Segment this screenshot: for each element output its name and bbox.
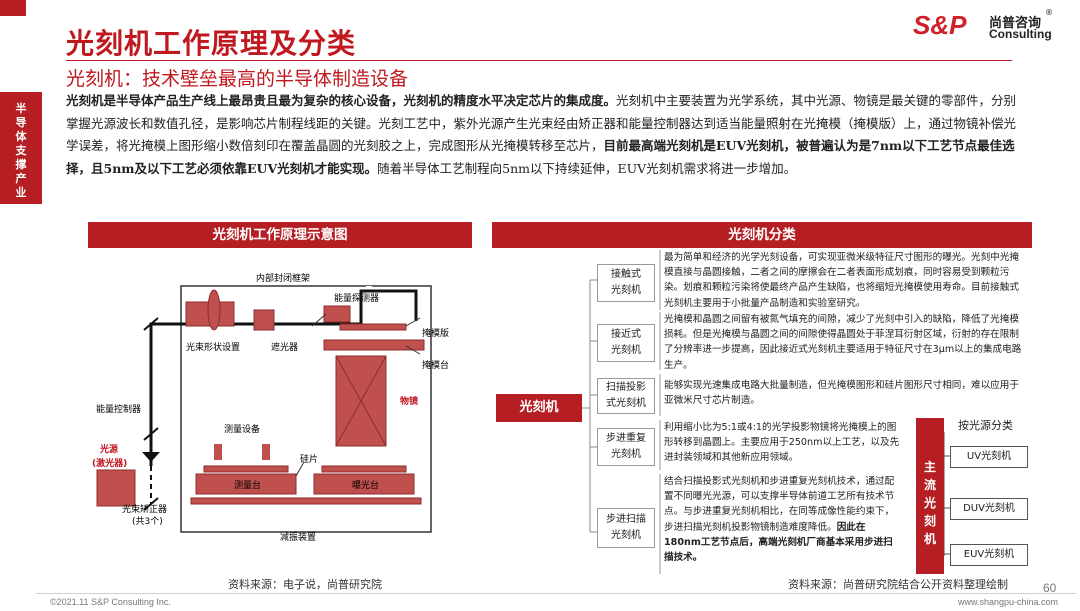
intro-text-1: 光刻机中主要装置为光学系统，其中光源、物镜是最关键的零部件，分别掌握光源波长和数…	[66, 93, 1017, 153]
mainstream-label: 主流光刻机	[916, 418, 944, 574]
cls-item-name: 扫描投影 式光刻机	[606, 382, 646, 409]
cls-item-scanning: 扫描投影 式光刻机	[597, 378, 655, 414]
inner-frame	[180, 285, 432, 533]
classification-root: 光刻机	[496, 394, 582, 422]
cls-item-name: 接近式 光刻机	[611, 329, 641, 356]
logo-en: Consulting	[989, 27, 1052, 41]
corner-accent	[0, 0, 26, 16]
shutter-box	[253, 309, 275, 331]
page-title: 光刻机工作原理及分类	[66, 27, 357, 60]
side-category-label: 半导体支撑产业	[15, 102, 27, 199]
cls-desc-proximity: 光掩模和晶圆之间留有被氮气填充的间隙，减少了光刻中引入的缺陷，降低了光掩模损耗。…	[664, 314, 1022, 371]
energy-controller-shape	[142, 452, 160, 462]
beam-shaper-lens	[207, 289, 221, 331]
frame-gap	[366, 286, 372, 346]
cls-item-name: 步进扫描 光刻机	[606, 514, 646, 541]
lithography-schematic: 内部封闭框架 能量探测器 光束形状设置 遮光器 掩模版 掩模台 物镜 能量控制器…	[86, 266, 506, 576]
mainstream-text: 主流光刻机	[923, 460, 936, 546]
cls-item-name: 接触式 光刻机	[611, 269, 641, 296]
light-source-box	[96, 469, 136, 507]
footer-url: www.shangpu-china.com	[958, 597, 1059, 607]
side-category-tab: 半导体支撑产业	[0, 92, 42, 204]
light-path	[149, 289, 418, 466]
label-mask: 掩模版	[422, 327, 449, 339]
cls-item-scanner: 步进扫描 光刻机	[597, 508, 655, 548]
corrector-3	[143, 317, 159, 331]
label-beam-shaper: 光束形状设置	[186, 341, 240, 353]
cls-desc-scanner: 结合扫描投影式光刻机和步进重复光刻机技术，通过配置不同曝光光源，可以支撑半导体前…	[664, 474, 902, 565]
intro-bold-1: 光刻机是半导体产品生产线上最昂贵且最为复杂的核心设备，光刻机的精度水平决定芯片的…	[66, 93, 617, 108]
title-divider	[66, 60, 1012, 61]
label-objective: 物镜	[400, 395, 418, 407]
measure-device-left	[214, 444, 222, 460]
logo-reg: ®	[1045, 8, 1053, 17]
exposure-stage-box	[313, 473, 415, 495]
measure-wafer	[203, 465, 289, 473]
logo-mark: S&P	[913, 10, 967, 40]
corrector-2	[143, 427, 159, 441]
intro-text-2: 随着半导体工艺制程向5nm以下持续延伸，EUV光刻机需求将进一步增加。	[377, 160, 797, 176]
leader-mask	[405, 317, 421, 327]
cls-item-proximity: 接近式 光刻机	[597, 324, 655, 362]
leader-wafer	[295, 461, 305, 477]
label-beam-corrector-2: (共3个)	[132, 516, 163, 527]
leader-mask-stage	[405, 345, 421, 355]
exposure-wafer	[321, 465, 407, 473]
page-number: 60	[1043, 581, 1057, 595]
label-measure-stage: 测量台	[234, 479, 261, 491]
company-logo: S&P 尚普咨询 Consulting ®	[913, 8, 1063, 44]
light-type-duv: DUV光刻机	[950, 498, 1028, 520]
label-energy-controller: 能量控制器	[96, 403, 141, 415]
corrector-1	[143, 497, 159, 511]
objective-x-2	[335, 355, 387, 447]
energy-detector-box	[323, 305, 351, 323]
cls-item-stepper: 步进重复 光刻机	[597, 428, 655, 466]
label-light-source-2: (激光器)	[92, 457, 127, 469]
cls-desc-contact: 最为简单和经济的光学光刻设备，可实现亚微米级特征尺寸图形的曝光。光刻中光掩模直接…	[664, 252, 1019, 309]
right-section-title: 光刻机分类	[492, 222, 1032, 248]
left-source: 资料来源：电子说，尚普研究院	[228, 578, 382, 591]
damper-plate	[190, 497, 422, 505]
label-damper: 减振装置	[280, 531, 316, 543]
intro-bold-2: 目前最高端光刻机是EUV光刻机，被普遍认为是7nm以下工艺节点最佳选择，且5nm…	[66, 138, 1015, 176]
measure-device-right	[262, 444, 270, 460]
label-inner-frame: 内部封闭框架	[256, 272, 310, 284]
cls-desc-scanner-text: 结合扫描投影式光刻机和步进重复光刻机技术，通过配置不同曝光光源，可以支撑半导体前…	[664, 476, 895, 533]
label-exposure-stage: 曝光台	[352, 479, 379, 491]
footer-copyright: ©2021.11 S&P Consulting Inc.	[50, 597, 171, 607]
measure-stage-box	[195, 473, 297, 495]
label-light-source-1: 光源	[99, 443, 118, 455]
cls-item-name: 步进重复 光刻机	[606, 433, 646, 460]
cls-desc-scanning: 能够实现光速集成电路大批量制造，但光掩模图形和硅片图形尺寸相同，难以应用于亚微米…	[664, 380, 1019, 407]
light-type-euv: EUV光刻机	[950, 544, 1028, 566]
cls-item-contact: 接触式 光刻机	[597, 264, 655, 302]
logo-cn: 尚普咨询	[989, 16, 1042, 31]
cls-desc-stepper: 利用缩小比为5:1或4:1的光学投影物镜将光掩模上的图形转移到晶圆上。主要应用于…	[664, 422, 900, 464]
schematic-svg: 内部封闭框架 能量探测器 光束形状设置 遮光器 掩模版 掩模台 物镜 能量控制器…	[92, 272, 449, 543]
mask-plate	[339, 323, 407, 331]
mask-stage	[323, 339, 425, 351]
label-beam-corrector-1: 光束矫正器	[122, 503, 167, 515]
label-mask-stage: 掩模台	[422, 359, 449, 371]
footer-divider	[36, 593, 1076, 594]
left-section-title: 光刻机工作原理示意图	[88, 222, 472, 248]
label-measure-device: 测量设备	[224, 423, 260, 435]
cls-desc-scanner-bold: 因此在180nm工艺节点后，高端光刻机厂商基本采用步进扫描技术。	[664, 521, 893, 564]
light-type-uv: UV光刻机	[950, 446, 1028, 468]
label-shutter: 遮光器	[271, 341, 298, 353]
label-energy-detector: 能量探测器	[334, 292, 379, 304]
intro-paragraph: 光刻机是半导体产品生产线上最昂贵且最为复杂的核心设备，光刻机的精度水平决定芯片的…	[66, 90, 1028, 180]
leader-detector	[311, 313, 327, 327]
light-source-title: 按光源分类	[958, 419, 1013, 432]
label-wafer: 硅片	[300, 453, 318, 465]
right-source: 资料来源：尚普研究院结合公开资料整理绘制	[788, 578, 1008, 591]
page-subtitle: 光刻机：技术壁垒最高的半导体制造设备	[66, 68, 409, 90]
